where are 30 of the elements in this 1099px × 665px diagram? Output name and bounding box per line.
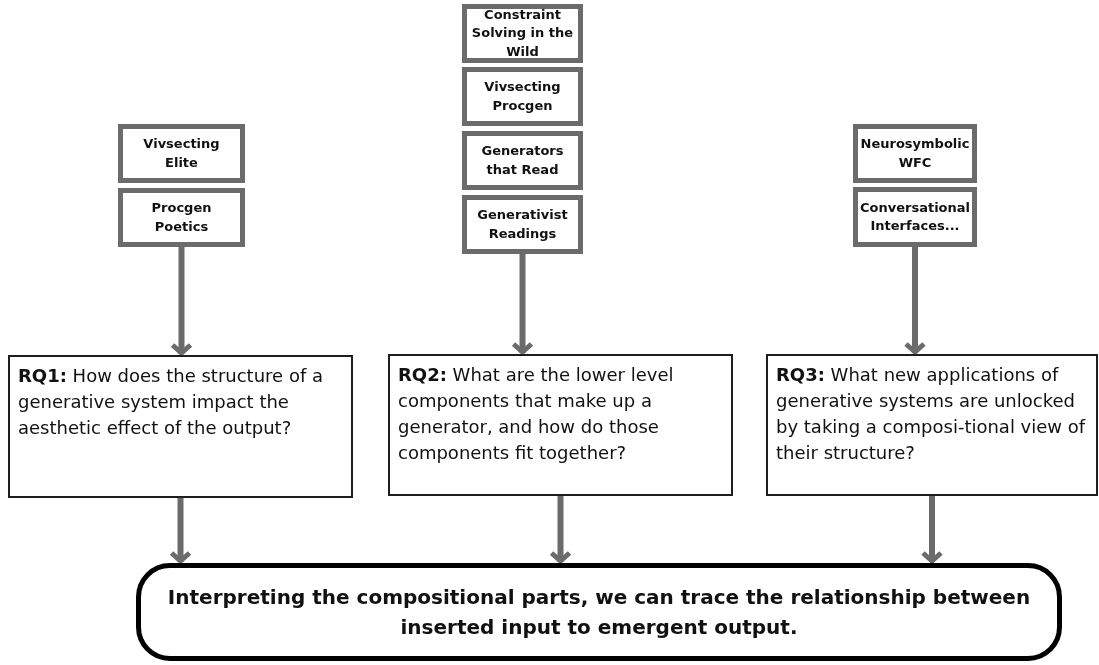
paper-title-box <box>462 195 583 254</box>
arrow <box>903 247 927 355</box>
paper-title-box <box>118 188 245 247</box>
research-question-box <box>766 354 1098 496</box>
arrow <box>511 254 534 355</box>
box-label: Interpreting the compositional parts, we can trace the relationship between inserted input to emergent output. <box>166 584 1032 641</box>
question-text: RQ2: What are the lower level components that make up a generator, and how do those components fit together? <box>398 363 675 466</box>
arrow <box>920 496 944 564</box>
question-text: RQ3: What new applications of generative systems are unlocked by taking a composi-tional view of their structure? <box>776 363 1087 466</box>
conclusion-box <box>136 563 1062 661</box>
question-text: RQ1: How does the structure of a generative system impact the aesthetic effect of the output? <box>18 364 324 441</box>
paper-title-box <box>118 124 245 183</box>
box-label: Vivsecting Elite <box>142 135 221 172</box>
box-label: Generators that Read <box>480 142 565 179</box>
research-question-box <box>388 354 733 496</box>
box-label: Neurosymbolic WFC <box>860 135 970 172</box>
paper-title-box <box>462 131 583 190</box>
paper-title-box <box>462 4 583 63</box>
paper-title-box <box>462 67 583 126</box>
research-question-box <box>8 355 353 498</box>
arrow <box>549 496 572 564</box>
arrow <box>169 498 192 564</box>
paper-title-box <box>853 187 977 247</box>
box-label: Conversational Interfaces... <box>860 198 970 235</box>
box-label: Vivsecting Procgen <box>483 78 562 115</box>
arrow <box>170 247 193 356</box>
paper-title-box <box>853 124 977 183</box>
box-label: Generativist Readings <box>476 206 569 243</box>
box-label: Constraint Solving in the Wild <box>471 6 574 61</box>
box-label: Procgen Poetics <box>150 199 213 236</box>
